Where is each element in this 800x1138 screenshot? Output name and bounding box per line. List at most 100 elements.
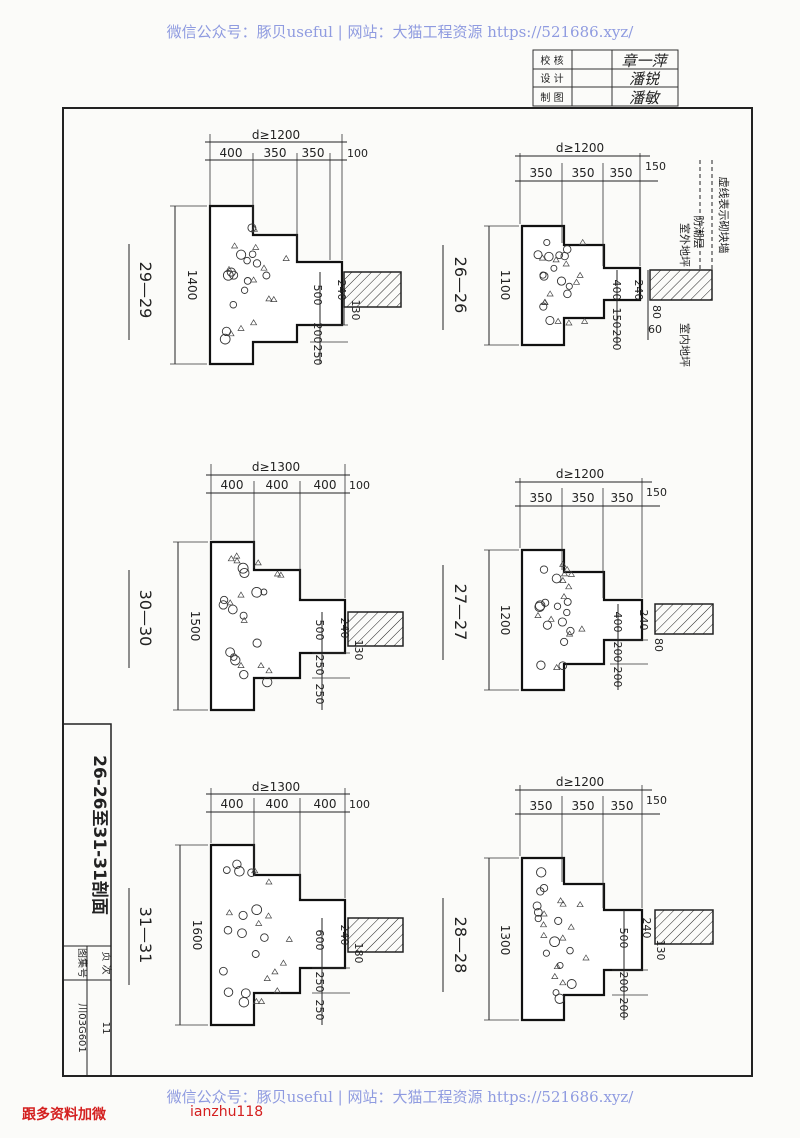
draw-signature: 潘敏 [629,89,661,107]
aggregate-triangle [227,330,235,337]
aggregate-triangle [562,260,570,267]
dim-height-28: 1300 [498,925,512,956]
dim-w4-27: 150 [646,486,667,499]
aggregate-triangle [270,295,278,302]
aggregate-triangle [538,254,547,261]
aggregate-triangle [576,901,584,908]
dim-ws-31: 600 [313,930,326,951]
aggregate-circle [562,245,572,254]
aggregate-triangle [582,954,590,961]
dim-w4-28: 150 [646,794,667,807]
aggregate-circle [554,993,565,1004]
aggregate-circle [219,595,229,605]
section-26-26: 26—26 d≥1200 350 350 350 150 1100 400 24… [442,141,731,367]
aggregate-triangle [240,616,248,623]
aggregate-circle [533,250,543,260]
atlas-label: 图集号 [76,948,89,978]
aggregate-circle [565,282,573,290]
aggregate-circle [252,638,262,648]
dim-wall-27: 240 [637,610,650,631]
aggregate-circle [222,866,231,874]
dim-st1-27: 200 [611,642,624,663]
check-signature: 章一萍 [621,52,669,70]
aggregate-circle [563,289,572,299]
aggregate-circle [536,887,545,896]
aggregate-triangle [271,968,279,975]
dim-w3-29: 350 [302,146,325,160]
aggregate-triangle [565,583,573,590]
dim-off-31: 180 [352,943,365,964]
aggregate-triangle [559,900,567,907]
aggregate-triangle [285,935,293,942]
dim-w3-31: 400 [314,797,337,811]
dim-height-26: 1100 [498,270,512,301]
aggregate-circle [239,567,250,579]
aggregate-circle [554,916,563,925]
dim-w3-28: 350 [611,799,634,813]
aggregate-triangle [546,290,554,297]
dim-top-27: d≥1200 [556,467,604,481]
section-label-28: 28—28 [451,917,470,974]
aggregate-triangle [230,242,239,249]
aggregate-circle [532,901,542,911]
signoff-table: 校 核 设 计 制 图 章一萍 潘锐 潘敏 [532,49,679,107]
aggregate-circle [552,989,560,997]
dim-st1-30: 250 [313,655,326,676]
aggregate-triangle [560,593,568,600]
dim-w1-26: 350 [530,166,553,180]
aggregate-circle [534,601,545,613]
aggregate-circle [566,979,577,989]
aggregate-circle [536,867,547,878]
aggregate-triangle [580,317,589,324]
draw-label: 制 图 [540,91,563,104]
dim-w1-31: 400 [221,797,244,811]
dim-bottom-26: 60 [648,323,662,336]
dim-w4-26: 150 [645,160,666,173]
dim-height-27: 1200 [498,605,512,636]
aggregate-circle [237,562,249,574]
aggregate-triangle [233,552,241,559]
aggregate-triangle [559,560,567,567]
aggregate-circle [226,267,236,277]
note-indoor-grade: 室内地坪 [678,323,692,367]
aggregate-circle [536,660,546,670]
note-dashed-wall: 虚线表示砌块墙 [717,177,731,254]
aggregate-circle [262,676,273,688]
watermark-bottom: 微信公众号：豚贝useful | 网站：大猫工程资源 https://52168… [166,1088,634,1106]
aggregate-circle [225,647,235,658]
drawing-frame [62,107,753,1077]
dim-ws-28: 500 [617,928,630,949]
aggregate-circle [239,611,248,620]
aggregate-triangle [252,997,261,1004]
check-label: 校 核 [540,54,563,67]
dim-ws-29: 500 [311,285,324,306]
dim-st1-29: 200 [311,323,324,344]
aggregate-circle [223,987,234,997]
dim-w3-30: 400 [314,478,337,492]
aggregate-triangle [540,931,548,938]
aggregate-circle [560,637,569,646]
section-label-30: 30—30 [136,590,155,647]
aggregate-triangle [249,319,258,326]
dim-off-29: 130 [349,300,362,321]
aggregate-triangle [251,867,259,874]
dim-w2-29: 350 [264,146,287,160]
aggregate-triangle [547,615,555,622]
dim-st2-30: 250 [313,684,326,705]
aggregate-circle [545,315,555,326]
dim-st1-31: 250 [313,972,326,993]
aggregate-circle [230,653,238,661]
aggregate-triangle [565,319,573,326]
aggregate-triangle [579,238,587,245]
aggregate-circle [237,928,247,939]
aggregate-circle [222,269,234,281]
dim-ws-26: 400 [610,280,623,301]
dim-w4-29: 100 [347,147,368,160]
dim-w1-29: 400 [220,146,243,160]
page-value: 11 [100,1022,111,1035]
aggregate-triangle [576,271,584,278]
aggregate-triangle [551,972,559,979]
aggregate-circle [251,586,263,598]
aggregate-circle [236,249,247,260]
aggregate-circle [539,271,547,279]
